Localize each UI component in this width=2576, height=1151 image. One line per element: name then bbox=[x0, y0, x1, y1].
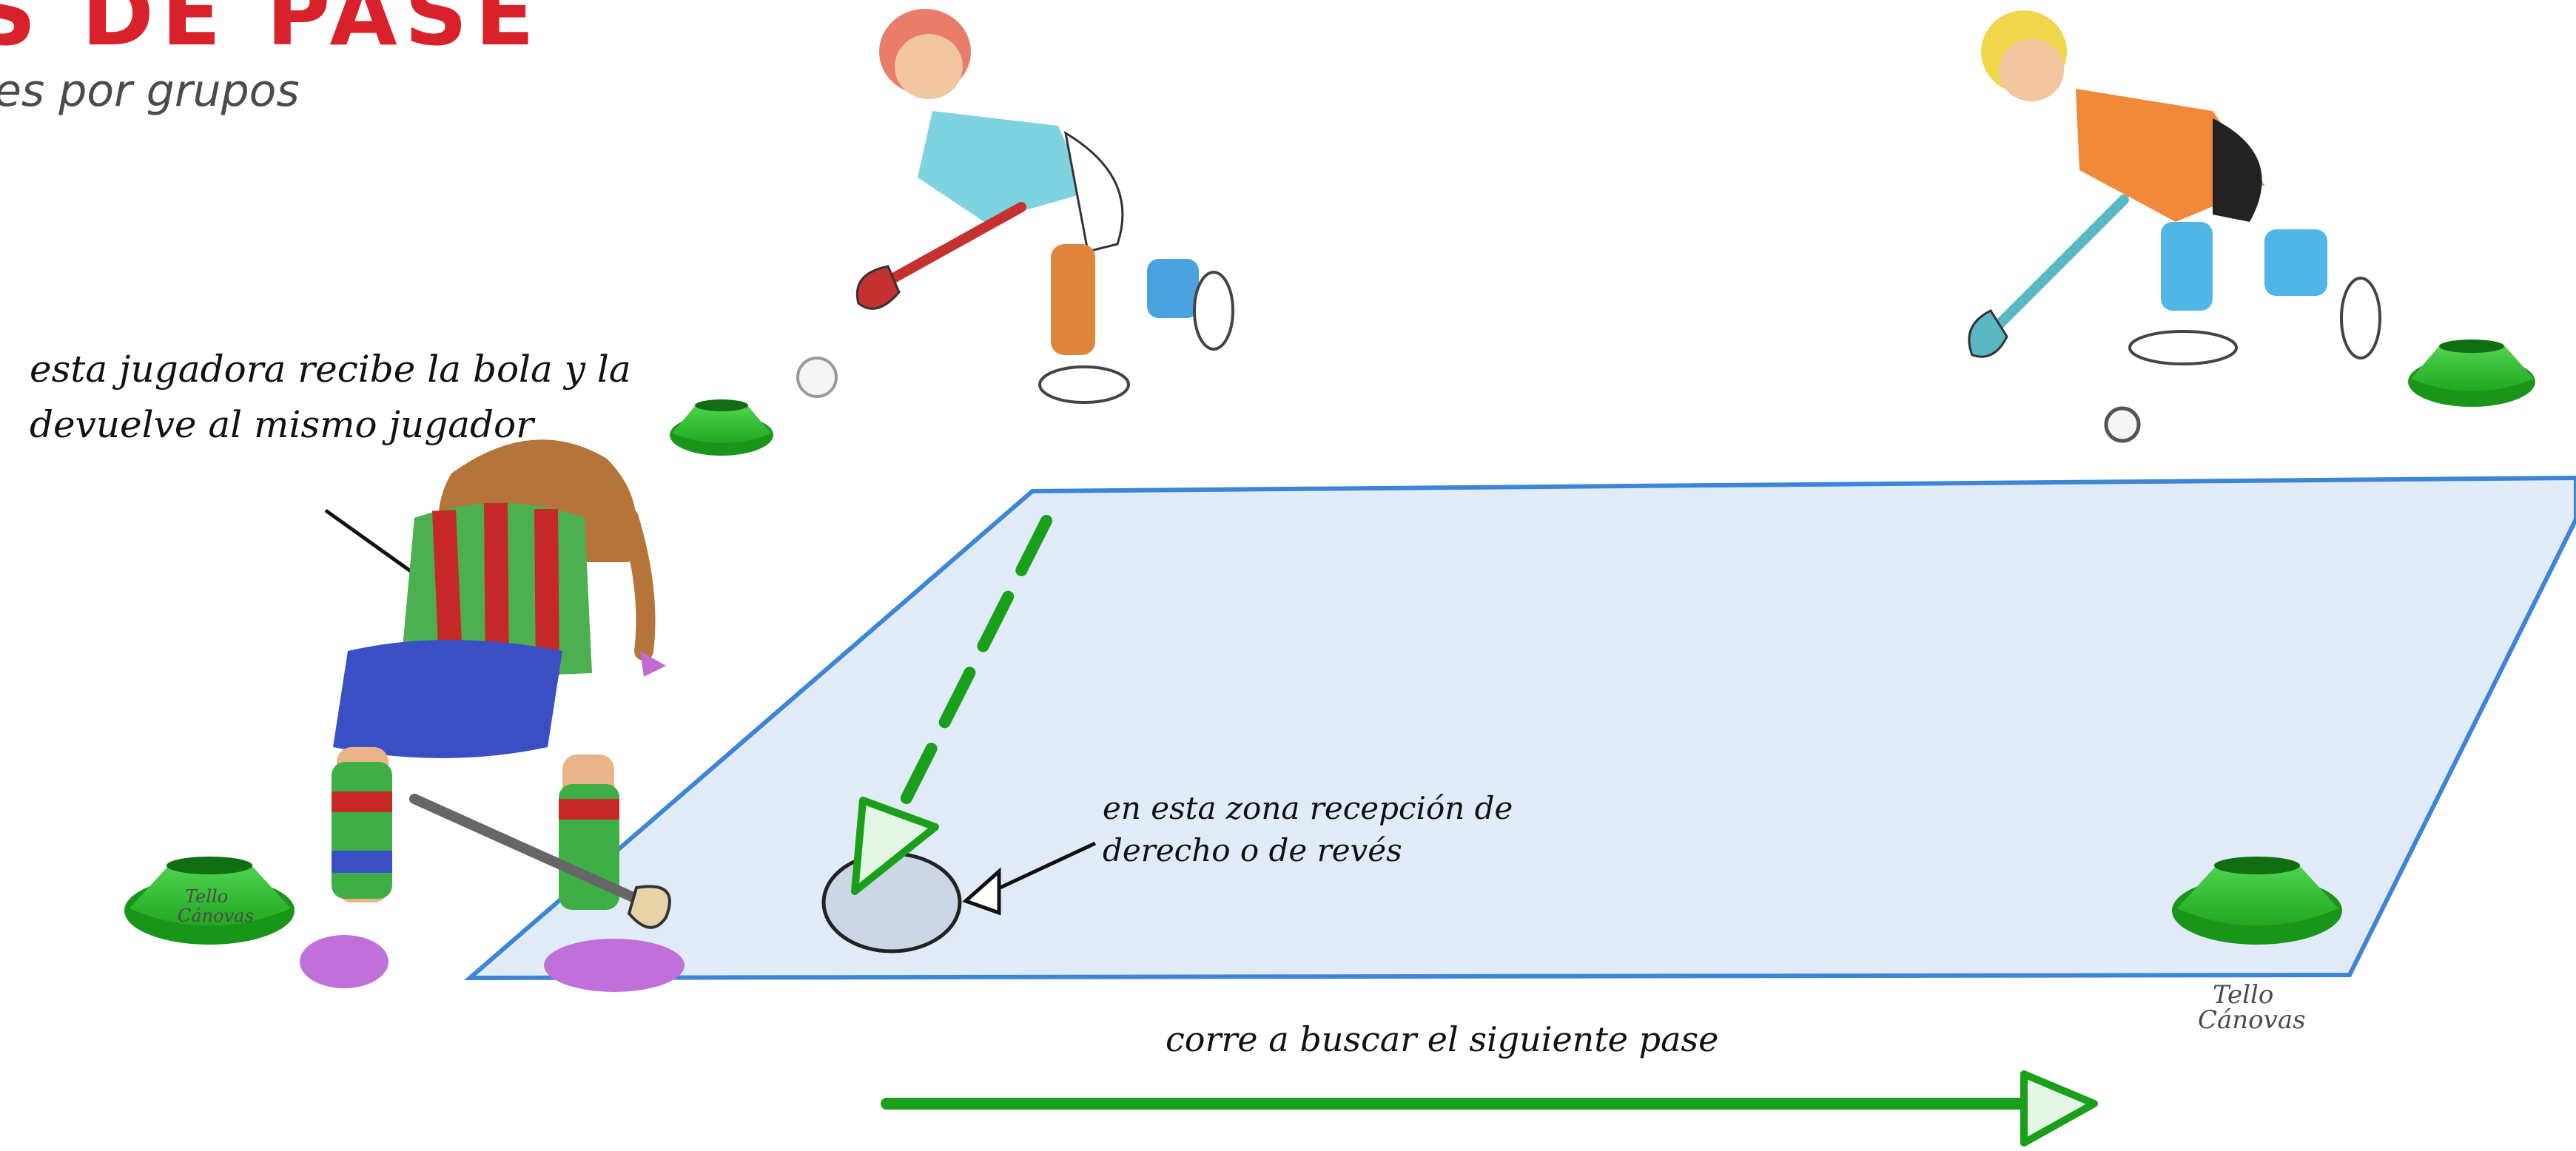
training-cone-icon bbox=[670, 399, 773, 456]
hockey-ball-icon bbox=[2104, 406, 2141, 443]
hockey-ball-icon bbox=[796, 357, 838, 398]
svg-text:Cánovas: Cánovas bbox=[2198, 1005, 2306, 1035]
svg-text:Tello: Tello bbox=[2213, 980, 2273, 1010]
artist-signature-right: Tello Cánovas bbox=[2198, 980, 2306, 1035]
svg-text:Tello: Tello bbox=[185, 886, 228, 907]
svg-text:Cánovas: Cánovas bbox=[178, 905, 254, 926]
arrow-right-icon bbox=[2020, 1070, 2098, 1147]
passing-player-2 bbox=[1968, 10, 2381, 365]
run-annotation: corre a buscar el siguiente pase bbox=[1166, 1019, 1719, 1059]
pass-arrow bbox=[851, 515, 1052, 895]
training-cone-icon bbox=[2172, 857, 2342, 945]
training-cone-icon bbox=[124, 857, 295, 945]
passing-player-1 bbox=[855, 9, 1234, 404]
receiving-player bbox=[300, 439, 685, 992]
training-cone-icon bbox=[2408, 340, 2535, 407]
player-annotation: esta jugadora recibe la bola y la devuel… bbox=[30, 348, 631, 446]
zone-annotation: en esta zona recepción de derecho o de r… bbox=[1103, 790, 1513, 868]
page-subtitle: es por grupos bbox=[0, 65, 300, 117]
artist-signature-left: Tello Cánovas bbox=[178, 886, 254, 926]
run-arrow bbox=[881, 1070, 2098, 1147]
page-title: S DE PASE bbox=[0, 0, 542, 65]
